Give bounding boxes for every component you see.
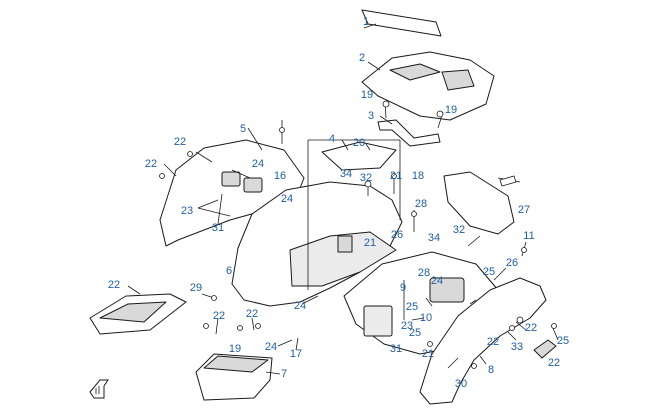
part-label-31: 31 xyxy=(389,343,403,355)
part-label-32: 32 xyxy=(359,172,373,184)
front-arrow-icon xyxy=(89,379,109,399)
part-label-7: 7 xyxy=(280,368,288,380)
part-label-6: 6 xyxy=(225,265,233,277)
part-label-25: 25 xyxy=(556,335,570,347)
part-label-19: 19 xyxy=(228,343,242,355)
part-label-11: 11 xyxy=(523,230,535,242)
part-label-25: 25 xyxy=(482,266,496,278)
part-label-25: 25 xyxy=(408,327,422,339)
part-label-21: 21 xyxy=(389,170,403,182)
part-label-5: 5 xyxy=(239,123,247,135)
part-label-22: 22 xyxy=(107,279,121,291)
part-label-16: 16 xyxy=(273,170,287,182)
part-label-34: 34 xyxy=(339,168,353,180)
part-label-21: 21 xyxy=(363,237,377,249)
part-label-22: 22 xyxy=(173,136,187,148)
part-label-24: 24 xyxy=(430,275,444,287)
part-label-24: 24 xyxy=(280,193,294,205)
part-label-3: 3 xyxy=(367,110,375,122)
part-label-22: 22 xyxy=(547,357,561,369)
part-label-23: 23 xyxy=(180,205,194,217)
part-label-22: 22 xyxy=(245,308,259,320)
part-label-4: 4 xyxy=(328,133,336,145)
part-label-23: 23 xyxy=(400,320,414,332)
part-label-18: 18 xyxy=(411,170,425,182)
part-label-19: 19 xyxy=(360,89,374,101)
part-label-25: 25 xyxy=(405,301,419,313)
part-label-22: 22 xyxy=(524,322,538,334)
part-11-rear-panel xyxy=(443,171,515,235)
part-label-20: 20 xyxy=(352,137,366,149)
part-label-33: 33 xyxy=(510,341,524,353)
part-30-plate xyxy=(533,339,557,359)
part-8-outer-fender xyxy=(419,277,547,405)
part-label-30: 30 xyxy=(454,378,468,390)
part-label-22: 22 xyxy=(212,310,226,322)
part-label-24: 24 xyxy=(251,158,265,170)
part-4-plate xyxy=(321,141,397,171)
part-label-24: 24 xyxy=(293,300,307,312)
part-label-34: 34 xyxy=(427,232,441,244)
part-label-32: 32 xyxy=(452,224,466,236)
part-label-1: 1 xyxy=(362,16,370,28)
part-label-31: 31 xyxy=(211,222,225,234)
part-3-bracket xyxy=(377,119,441,147)
part-label-26: 26 xyxy=(505,257,519,269)
part-label-26: 26 xyxy=(390,229,404,241)
part-label-28: 28 xyxy=(414,198,428,210)
part-1-strip xyxy=(361,9,442,37)
part-label-28: 28 xyxy=(417,267,431,279)
part-label-24: 24 xyxy=(264,341,278,353)
part-label-10: 10 xyxy=(419,312,433,324)
part-label-29: 29 xyxy=(189,282,203,294)
part-label-17: 17 xyxy=(289,348,303,360)
part-label-21: 21 xyxy=(421,348,435,360)
part-label-2: 2 xyxy=(358,52,366,64)
part-label-22: 22 xyxy=(486,336,500,348)
part-label-22: 22 xyxy=(144,158,158,170)
part-label-27: 27 xyxy=(517,204,531,216)
part-label-9: 9 xyxy=(399,282,407,294)
part-label-8: 8 xyxy=(487,364,495,376)
part-label-19: 19 xyxy=(444,104,458,116)
